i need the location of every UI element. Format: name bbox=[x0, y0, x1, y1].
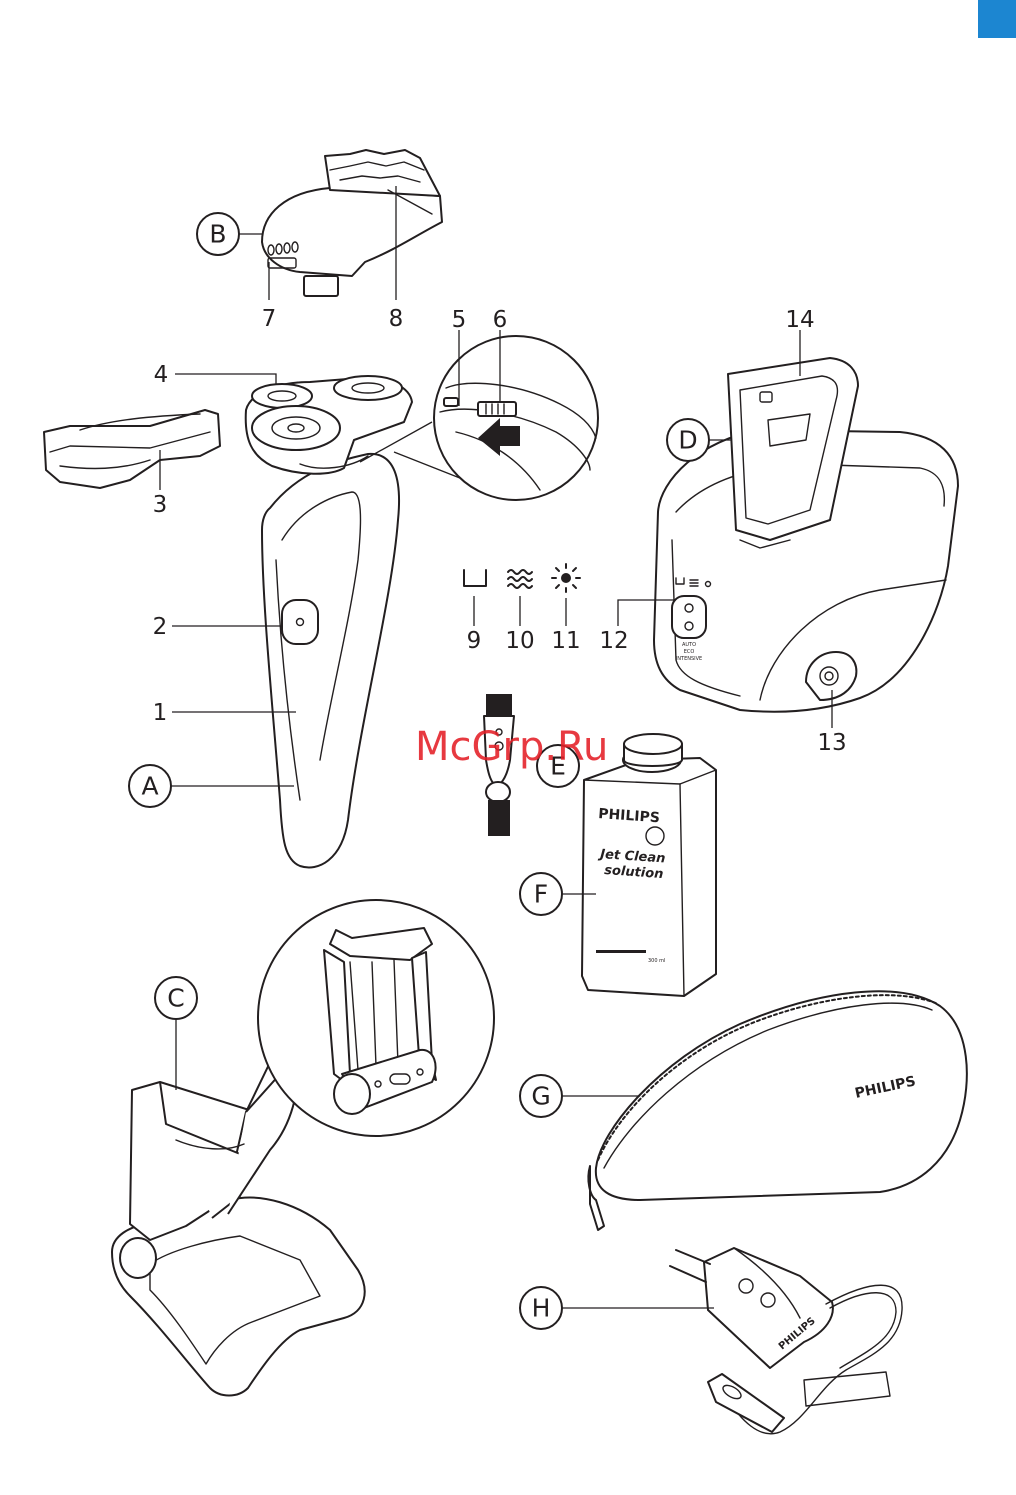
letter-badge-b: B bbox=[197, 213, 239, 255]
travel-pouch: PHILIPS bbox=[588, 991, 966, 1230]
letter-badge-c: C bbox=[155, 977, 197, 1019]
letter-badge-d: D bbox=[667, 419, 709, 461]
callout-7: 7 bbox=[262, 306, 277, 332]
cup-icon bbox=[464, 570, 486, 586]
callout-1: 1 bbox=[153, 700, 168, 726]
callout-4: 4 bbox=[154, 362, 169, 388]
callout-5: 5 bbox=[452, 307, 467, 333]
protection-cap bbox=[44, 410, 220, 488]
callout-2: 2 bbox=[153, 614, 168, 640]
callout-13: 13 bbox=[817, 730, 846, 756]
callout-12: 12 bbox=[599, 628, 628, 654]
letter-badge-h: H bbox=[520, 1287, 562, 1329]
svg-text:A: A bbox=[141, 772, 158, 801]
dock-mode-auto: AUTO bbox=[682, 642, 696, 648]
svg-text:C: C bbox=[167, 984, 184, 1013]
dock-mode-eco: ECO bbox=[684, 649, 695, 655]
callout-14: 14 bbox=[785, 307, 814, 333]
svg-text:F: F bbox=[534, 880, 548, 909]
cleaning-cartridge: PHILIPS Jet Clean solution 300 ml bbox=[582, 734, 716, 996]
callout-11: 11 bbox=[551, 628, 580, 654]
watermark-text: McGrp.Ru bbox=[415, 724, 608, 770]
shaver bbox=[246, 376, 412, 867]
dock-control-panel bbox=[672, 596, 706, 638]
power-adapter: PHILIPS bbox=[670, 1248, 902, 1434]
dock-mode-intensive: INTENSIVE bbox=[676, 656, 702, 662]
svg-text:B: B bbox=[209, 220, 226, 249]
svg-text:G: G bbox=[531, 1082, 550, 1111]
svg-text:H: H bbox=[532, 1294, 551, 1323]
callout-3: 3 bbox=[153, 492, 168, 518]
callout-6: 6 bbox=[493, 307, 508, 333]
svg-text:D: D bbox=[678, 426, 697, 455]
letter-badge-f: F bbox=[520, 873, 562, 915]
cleaning-dock: AUTO ECO INTENSIVE bbox=[654, 358, 958, 712]
letter-badge-a: A bbox=[129, 765, 171, 807]
sun-icon bbox=[552, 564, 580, 592]
letter-badge-g: G bbox=[520, 1075, 562, 1117]
stand-detail-magnifier bbox=[258, 900, 494, 1136]
callout-10: 10 bbox=[505, 628, 534, 654]
waves-icon bbox=[508, 570, 532, 588]
callout-8: 8 bbox=[389, 306, 404, 332]
callout-9: 9 bbox=[467, 628, 482, 654]
trimmer-attachment bbox=[262, 150, 442, 296]
cartridge-volume: 300 ml bbox=[648, 958, 665, 964]
